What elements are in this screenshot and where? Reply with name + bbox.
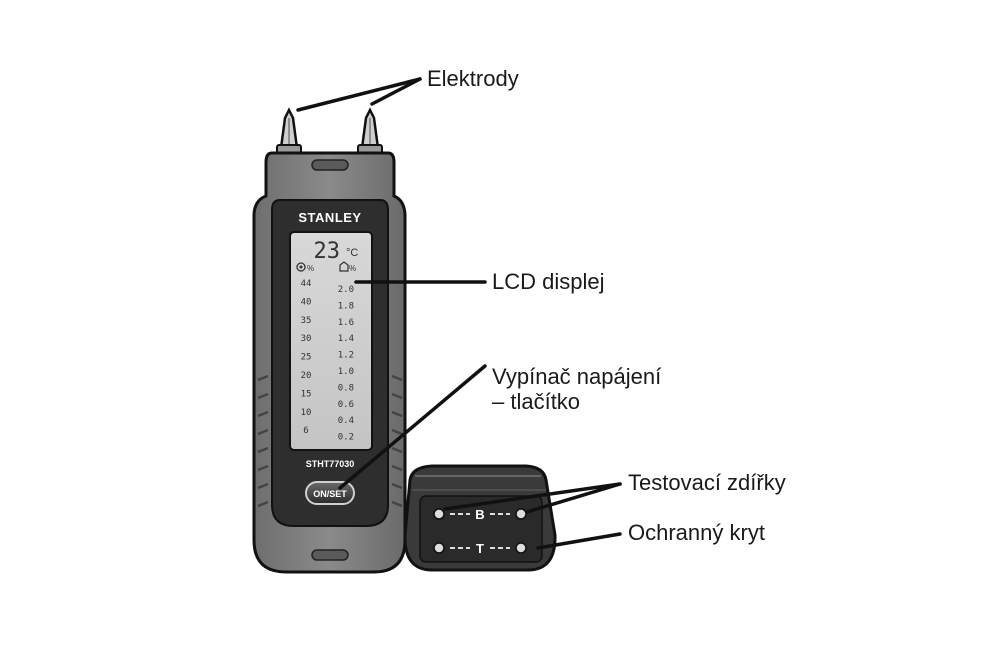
- label-power-button: Vypínač napájení – tlačítko: [492, 364, 662, 414]
- label-electrodes: Elektrody: [427, 66, 519, 91]
- wood-icon: [296, 262, 306, 272]
- building-icon: [339, 261, 349, 272]
- grip-ridges-right: [391, 374, 403, 508]
- socket-t-left: [433, 542, 445, 554]
- building-scale: 2.0 1.8 1.6 1.4 1.2 1.0 0.8 0.6 0.4 0.2: [338, 285, 354, 443]
- grip-ridges-left: [257, 374, 269, 508]
- cap-face: [419, 495, 543, 563]
- building-scale-value: 0.6: [338, 400, 354, 410]
- socket-b-left: [433, 508, 445, 520]
- lcd-screen: 23 °C % % 44 40 35 30 25 20 15 10 6 2.0 1.8 1.6 1.4…: [289, 231, 373, 451]
- protective-cap: B T: [403, 464, 557, 572]
- label-lcd-display: LCD displej: [492, 269, 605, 294]
- leader-sockets-right: [525, 482, 622, 514]
- on-set-label: ON/SET: [313, 489, 347, 499]
- leader-electrodes-right: [370, 77, 422, 106]
- building-scale-value: 1.4: [338, 334, 354, 344]
- building-scale-value: 1.2: [338, 351, 354, 361]
- wood-scale-value: 15: [301, 389, 312, 399]
- wood-scale-value: 20: [301, 371, 312, 381]
- socket-b-label: B: [475, 507, 484, 522]
- building-scale-value: 0.8: [338, 383, 354, 393]
- leader-sockets-left: [443, 482, 622, 511]
- leader-electrodes-left: [296, 77, 422, 112]
- wood-scale-value: 30: [301, 334, 312, 344]
- leader-power-button: [338, 364, 487, 490]
- wood-scale-unit: %: [307, 264, 314, 273]
- bottom-slot: [311, 549, 349, 561]
- label-test-sockets: Testovací zdířky: [628, 470, 786, 495]
- top-slot: [311, 159, 349, 171]
- socket-t-label: T: [476, 541, 484, 556]
- wood-scale-value: 40: [301, 297, 312, 307]
- building-scale-value: 1.0: [338, 367, 354, 377]
- socket-b-right: [515, 508, 527, 520]
- wood-scale-value: 35: [301, 316, 312, 326]
- on-set-button[interactable]: ON/SET: [305, 481, 355, 505]
- building-scale-value: 1.6: [338, 318, 354, 328]
- label-protective-cover: Ochranný kryt: [628, 520, 765, 545]
- temperature-readout: 23: [314, 239, 341, 264]
- model-number: STHT77030: [306, 459, 355, 469]
- wood-scale-value: 44: [301, 279, 312, 289]
- electrode-right: [357, 107, 383, 156]
- building-scale-value: 2.0: [338, 285, 354, 295]
- brand-logo: STANLEY: [298, 210, 361, 225]
- building-scale-value: 1.8: [338, 301, 354, 311]
- socket-t-right: [515, 542, 527, 554]
- building-scale-value: 0.4: [338, 416, 354, 426]
- building-scale-value: 0.2: [338, 433, 354, 443]
- leader-lines: [296, 77, 622, 550]
- building-scale-unit: %: [349, 264, 356, 273]
- electrode-left: [276, 107, 302, 156]
- wood-scale-value: 10: [301, 408, 312, 418]
- wood-scale: 44 40 35 30 25 20 15 10 6: [301, 279, 312, 436]
- wood-scale-value: 6: [303, 426, 308, 436]
- wood-scale-value: 25: [301, 353, 312, 363]
- temperature-unit: °C: [346, 247, 358, 259]
- leader-cover: [536, 532, 622, 550]
